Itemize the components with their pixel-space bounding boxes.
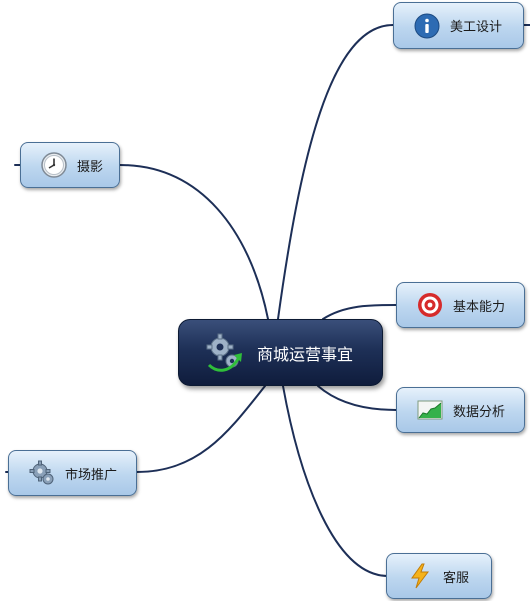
branch-node-service[interactable]: 客服 [386, 553, 492, 599]
lightning-icon [411, 563, 429, 589]
target-icon [418, 293, 442, 317]
branch-label-promotion: 市场推广 [65, 467, 118, 483]
connector-photo [119, 164, 269, 320]
branch-label-analysis: 数据分析 [453, 404, 506, 420]
branch-node-photo[interactable]: 摄影 [20, 142, 120, 188]
branch-node-basic[interactable]: 基本能力 [396, 282, 525, 328]
connector-promotion [136, 385, 266, 473]
branch-label-design: 美工设计 [450, 20, 503, 35]
chart-icon [417, 400, 443, 420]
branch-label-basic: 基本能力 [453, 299, 506, 315]
gear-icon [29, 460, 54, 485]
branch-node-promotion[interactable]: 市场推广 [8, 450, 137, 496]
connector-analysis [317, 385, 397, 411]
connector-design [277, 24, 394, 320]
info-icon [414, 13, 440, 38]
branch-node-analysis[interactable]: 数据分析 [396, 387, 525, 433]
clock-icon [41, 152, 67, 178]
connector-basic [322, 304, 397, 320]
branch-label-service: 客服 [443, 570, 470, 586]
central-topic-node[interactable]: 商城运营事宜 [178, 319, 383, 386]
gears-arrow-icon [206, 333, 242, 372]
central-topic-label: 商城运营事宜 [257, 344, 354, 364]
connector-service [282, 385, 389, 577]
branch-label-photo: 摄影 [77, 159, 104, 175]
branch-node-design[interactable]: 美工设计 [393, 2, 524, 49]
